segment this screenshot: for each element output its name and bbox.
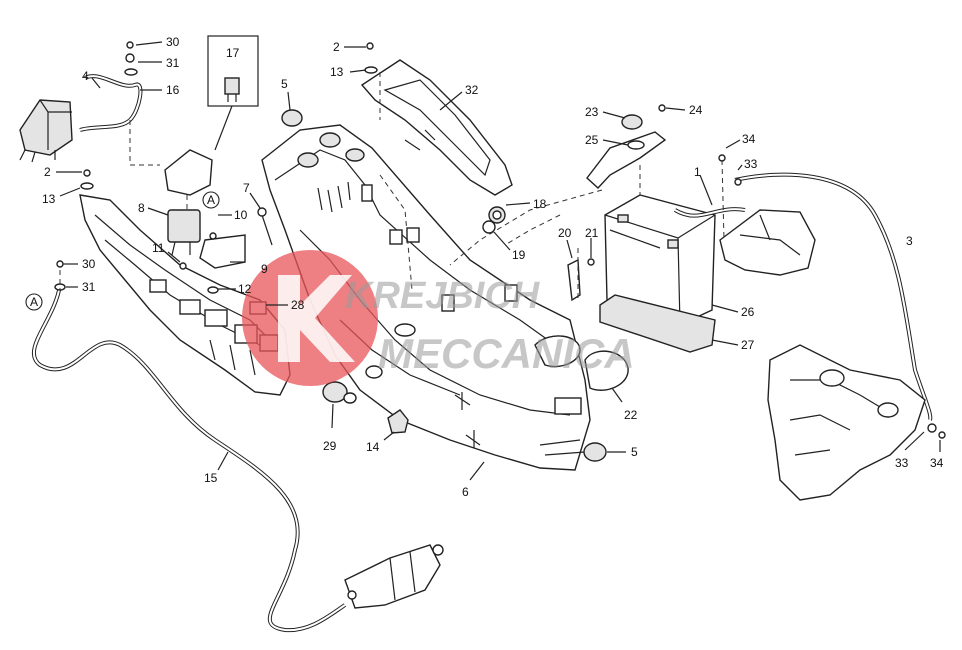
callout-25: 25: [585, 133, 599, 147]
callout-9: 9: [261, 262, 268, 276]
callout-14: 14: [366, 440, 380, 454]
callout-13-top: 13: [330, 65, 344, 79]
callout-18: 18: [533, 197, 547, 211]
watermark-line2: MECCANICA: [378, 330, 635, 377]
battery-mat: [599, 294, 716, 353]
callout-33-bottom: 33: [895, 456, 909, 470]
callout-21: 21: [585, 226, 599, 240]
connector-marker-a1: A: [202, 191, 220, 209]
callout-19: 19: [512, 248, 526, 262]
callout-31-left: 31: [82, 280, 96, 294]
callout-13-left: 13: [42, 192, 56, 206]
callout-15: 15: [204, 471, 218, 485]
cable-15: [32, 284, 347, 633]
cable-3: [734, 172, 933, 421]
callout-5-bottom: 5: [631, 445, 638, 459]
callout-23: 23: [585, 105, 599, 119]
callout-29: 29: [323, 439, 337, 453]
starter-motor: [344, 544, 444, 609]
dashed-leaders: [59, 72, 725, 300]
callout-8: 8: [138, 201, 145, 215]
regulator-unit: [19, 99, 73, 163]
cable-1: [673, 207, 746, 218]
callout-22: 22: [624, 408, 638, 422]
connector-marker-a1-text: A: [207, 193, 215, 207]
callout-7: 7: [243, 181, 250, 195]
callout-12: 12: [238, 282, 252, 296]
connector-marker-a2: A: [25, 293, 43, 311]
callout-2-top: 2: [333, 40, 340, 54]
callout-20: 20: [558, 226, 572, 240]
cable-4-16: [79, 53, 143, 132]
callout-5-top: 5: [281, 77, 288, 91]
connector-marker-a2-text: A: [30, 295, 38, 309]
engine-bracket-right: [719, 209, 816, 276]
callout-24: 24: [689, 103, 703, 117]
callout-11: 11: [152, 241, 165, 255]
callout-labels: 30 31 4 16 17 2 13 5 32 23 24 25 34: [42, 35, 944, 499]
battery-tray-frame: [261, 124, 591, 471]
callout-27: 27: [741, 338, 755, 352]
callout-33-top: 33: [744, 157, 758, 171]
fuse-inset: [207, 35, 259, 151]
starter-relay: [164, 149, 213, 256]
callout-30-left: 30: [82, 257, 96, 271]
callout-26: 26: [741, 305, 755, 319]
callout-16: 16: [166, 83, 180, 97]
callout-28: 28: [291, 298, 305, 312]
callout-6: 6: [462, 485, 469, 499]
callout-3: 3: [906, 234, 913, 248]
callout-17: 17: [226, 46, 240, 60]
bracket-32: [360, 59, 513, 196]
callout-1: 1: [694, 165, 701, 179]
callout-31-top: 31: [166, 56, 180, 70]
watermark-line1: KREJBICH: [345, 275, 541, 317]
callout-32: 32: [465, 83, 479, 97]
callout-10: 10: [234, 208, 248, 222]
engine-crankcase: [767, 344, 926, 501]
callout-2-left: 2: [44, 165, 51, 179]
battery-strap: [586, 104, 667, 189]
watermark-logo: KREJBICH MECCANICA: [242, 250, 635, 386]
callout-30-top: 30: [166, 35, 180, 49]
callout-34-top: 34: [742, 132, 756, 146]
callout-34-bottom: 34: [930, 456, 944, 470]
callout-4: 4: [82, 69, 89, 83]
